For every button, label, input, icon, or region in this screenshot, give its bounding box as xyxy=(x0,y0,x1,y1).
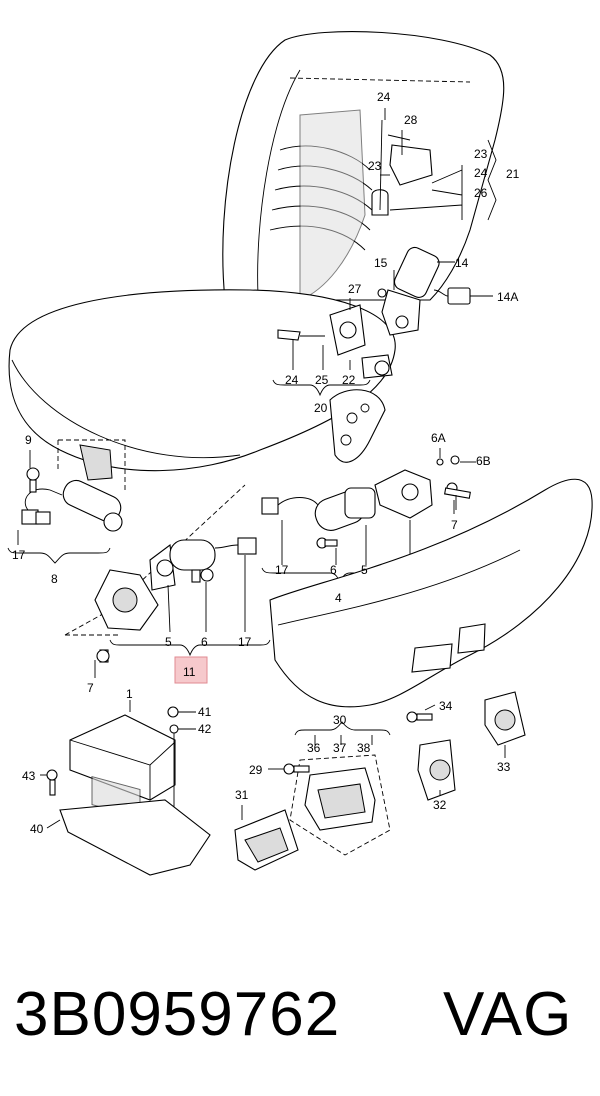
callout-31: 31 xyxy=(235,788,249,802)
callout-7b: 7 xyxy=(87,681,94,695)
callout-21: 21 xyxy=(506,167,520,181)
callout-15: 15 xyxy=(374,256,388,270)
seat-switches xyxy=(234,691,526,871)
callout-23b: 23 xyxy=(474,147,488,161)
callout-5a: 5 xyxy=(361,563,368,577)
callout-5b: 5 xyxy=(165,635,172,649)
highlight-11 xyxy=(174,656,208,684)
callout-6A: 6A xyxy=(431,431,446,445)
callout-17c: 17 xyxy=(238,635,252,649)
footer: 3B0959762 VAG xyxy=(0,965,600,1065)
callout-6B: 6B xyxy=(476,454,491,468)
callout-36: 36 xyxy=(307,741,321,755)
leader-lines xyxy=(17,108,506,829)
callout-7a: 7 xyxy=(451,518,458,532)
callout-6b: 6 xyxy=(201,635,208,649)
callout-14A: 14A xyxy=(497,290,518,304)
callout-29: 29 xyxy=(249,763,263,777)
part-number: 3B0959762 xyxy=(14,980,341,1049)
backrest xyxy=(222,31,505,301)
callout-9: 9 xyxy=(25,433,32,447)
callout-37: 37 xyxy=(333,741,347,755)
callout-11: 11 xyxy=(183,665,196,679)
callout-33: 33 xyxy=(497,760,511,774)
callout-34: 34 xyxy=(439,699,453,713)
callout-6a: 6 xyxy=(330,563,337,577)
callout-24c: 24 xyxy=(285,373,299,387)
callout-43: 43 xyxy=(22,769,36,783)
side-trim-panel xyxy=(269,478,593,708)
brand-name: VAG xyxy=(443,980,573,1049)
callout-23: 23 xyxy=(368,159,382,173)
callout-25: 25 xyxy=(315,373,329,387)
callout-20: 20 xyxy=(314,401,328,415)
callout-27: 27 xyxy=(348,282,362,296)
callout-30: 30 xyxy=(333,713,347,727)
callout-22: 22 xyxy=(342,373,356,387)
callout-24: 24 xyxy=(377,90,391,104)
callout-28: 28 xyxy=(404,113,418,127)
callout-24b: 24 xyxy=(474,166,488,180)
callout-42: 42 xyxy=(198,722,212,736)
callout-40: 40 xyxy=(30,822,44,836)
callout-41: 41 xyxy=(198,705,212,719)
callout-17b: 17 xyxy=(275,563,289,577)
callout-32: 32 xyxy=(433,798,447,812)
motor-8 xyxy=(7,439,126,564)
callout-38: 38 xyxy=(357,741,371,755)
callout-1: 1 xyxy=(126,687,133,701)
motor-assembly-11 xyxy=(64,484,271,663)
control-unit xyxy=(46,706,211,876)
callout-26: 26 xyxy=(474,186,488,200)
callout-4: 4 xyxy=(335,591,342,605)
callout-17a: 17 xyxy=(12,548,26,562)
motor-4 xyxy=(261,455,471,585)
callout-14: 14 xyxy=(455,256,469,270)
callouts: 24 28 23 23 24 26 21 15 14 14A 27 24 25 … xyxy=(12,90,520,836)
callout-8: 8 xyxy=(51,572,58,586)
